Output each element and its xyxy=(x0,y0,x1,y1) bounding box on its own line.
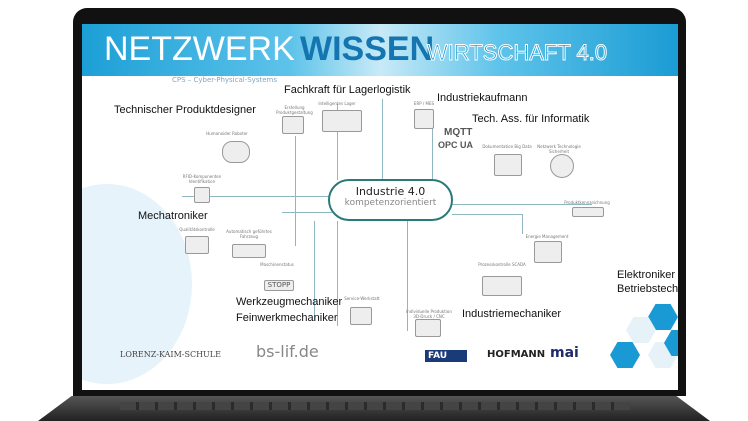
quality-control-icon xyxy=(185,236,209,254)
job-label: Betriebstechnik xyxy=(617,283,678,295)
job-label: Tech. Ass. für Informatik xyxy=(472,113,590,125)
slide-header: NETZWERK WISSEN WIRTSCHAFT 4.0 xyxy=(82,24,678,76)
connector xyxy=(432,114,433,179)
job-label: Elektroniker für xyxy=(617,269,678,281)
node-label: Prozesskontrolle SCADA xyxy=(478,262,526,267)
connector xyxy=(295,136,296,246)
center-subtitle: kompetenzorientiert xyxy=(344,198,437,208)
connector xyxy=(337,104,338,180)
connector xyxy=(314,221,315,321)
design-icon xyxy=(282,116,304,134)
mai-logo: mai xyxy=(550,345,579,361)
opcua-logo: OPC UA xyxy=(438,140,474,150)
node-label: ERP / MES xyxy=(413,101,435,106)
title-netzwerk: NETZWERK xyxy=(104,30,295,68)
connector xyxy=(452,204,592,205)
hexagon-decoration xyxy=(610,342,640,368)
node-label: RFID-Komponenten Identifikation xyxy=(182,174,222,184)
job-label: Technischer Produktdesigner xyxy=(114,104,256,116)
node-label: Maschinenstatus xyxy=(260,262,294,267)
connector xyxy=(407,221,408,331)
job-label: Industriekaufmann xyxy=(437,92,528,104)
energy-chart-icon xyxy=(534,241,562,263)
connector xyxy=(182,196,332,197)
workshop-icon xyxy=(350,307,372,325)
center-title: Industrie 4.0 xyxy=(355,185,426,198)
bs-lif-logo: bs-lif.de xyxy=(256,342,319,361)
connector xyxy=(382,99,383,179)
big-data-icon xyxy=(494,154,522,176)
subtitle: CPS – Cyber-Physical-Systems xyxy=(172,76,277,84)
center-cloud: Industrie 4.0 kompetenzorientiert xyxy=(328,179,453,221)
erp-icon xyxy=(414,109,434,129)
job-label: Feinwerkmechaniker xyxy=(236,312,338,324)
mqtt-logo: MQTT xyxy=(444,127,473,138)
stop-icon: STOPP xyxy=(264,280,294,291)
node-label: Automatisch geführtes Fahrzeug xyxy=(226,229,272,239)
warehouse-icon xyxy=(322,110,362,132)
job-label: Werkzeugmechaniker xyxy=(236,296,343,308)
laptop-screen: NETZWERK WISSEN WIRTSCHAFT 4.0 CPS – Cyb… xyxy=(82,24,678,390)
node-label: Produktkennzeichnung xyxy=(564,200,610,205)
connector xyxy=(337,221,338,326)
vehicle-icon xyxy=(232,244,266,258)
node-label: Service-Werkstatt xyxy=(344,296,380,301)
hofmann-logo: HOFMANN xyxy=(487,349,546,360)
job-label: Fachkraft für Lagerlogistik xyxy=(284,84,411,96)
connector xyxy=(522,214,523,234)
lorenz-kaim-schule-logo: LORENZ-KAIM-SCHULE xyxy=(120,350,221,359)
hexagon-decoration xyxy=(626,317,656,343)
globe-icon xyxy=(550,154,574,178)
rfid-icon xyxy=(194,187,210,203)
node-label: Qualitätskontrolle xyxy=(179,227,215,232)
node-label: Erstellung Produktgestaltung xyxy=(276,105,313,115)
job-label: Mechatroniker xyxy=(138,210,208,222)
connector xyxy=(452,214,522,215)
title-wirtschaft: WIRTSCHAFT 4.0 xyxy=(426,40,608,66)
conveyor-icon xyxy=(572,207,604,217)
node-label: Energie Management xyxy=(525,234,569,239)
scada-icon xyxy=(482,276,522,296)
fau-logo: FAU xyxy=(425,350,468,362)
node-label: Netzwerk Technologie Sicherheit xyxy=(537,144,581,154)
connector xyxy=(282,212,332,213)
node-label: Individuelle Produktion 3D-Druck / CNC xyxy=(406,309,452,319)
job-label: Industriemechaniker xyxy=(462,308,562,320)
keyboard-keys xyxy=(120,402,630,410)
node-label: Humanoider Roboter xyxy=(206,131,248,136)
node-label: Dokumentation Big Data xyxy=(482,144,532,149)
3d-print-icon xyxy=(415,319,441,337)
robot-icon xyxy=(222,141,250,163)
title-wissen: WISSEN xyxy=(300,30,435,68)
node-label: Intelligentes Lager xyxy=(318,101,356,106)
